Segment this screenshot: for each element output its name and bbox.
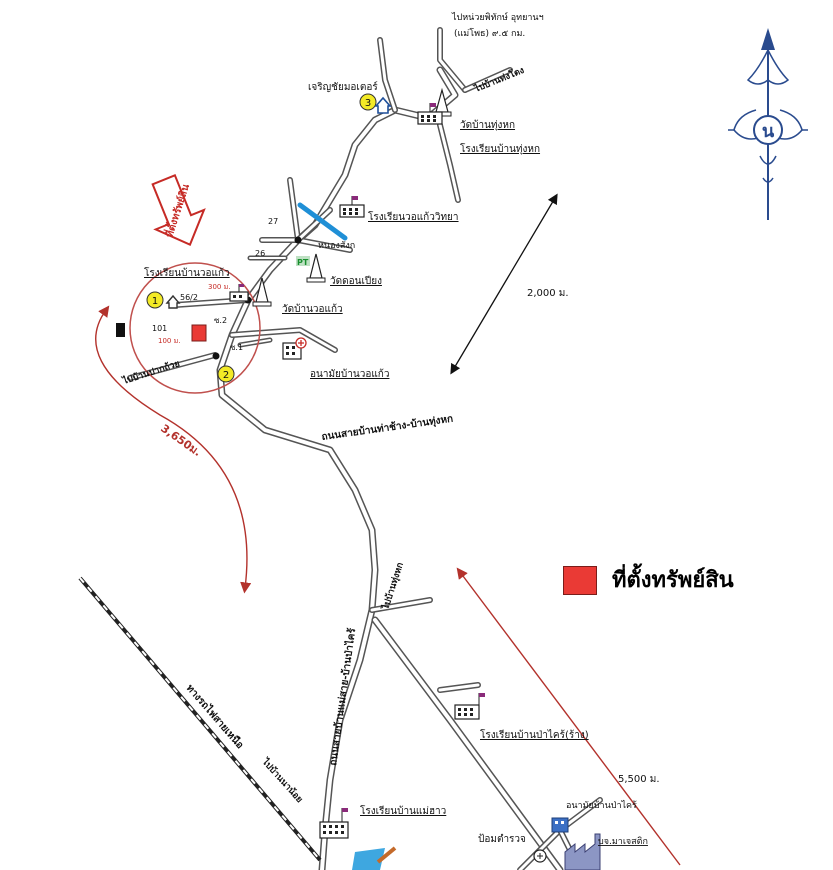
label-to-top: ไปหน่วยพิทักษ์ อุทยานฯ xyxy=(451,11,544,23)
distance-label-5500: 5,500 ม. xyxy=(618,774,660,785)
pond-shape xyxy=(352,848,385,870)
label-wat-wonkaew: วัดบ้านวอแก้ว xyxy=(282,303,343,315)
distance-label-2000: 2,000 ม. xyxy=(527,288,569,299)
dist-100-label: 100 ม. xyxy=(158,337,180,345)
pt-label: PT xyxy=(297,258,309,267)
map-labels: ไปหน่วยพิทักษ์ อุทยานฯ (แม่โพธ) ๙.๕ กม. … xyxy=(120,11,648,847)
label-cheron-motor: เจริญชัยมอเตอร์ xyxy=(308,81,378,93)
park-icon xyxy=(296,256,310,266)
road-101-label: 101 xyxy=(152,324,167,333)
legend-swatch xyxy=(563,566,597,595)
school-icon xyxy=(339,196,365,218)
marker-2: 2 xyxy=(217,365,235,383)
label-health-center: อนามัยบ้านวอแก้ว xyxy=(310,368,389,380)
property-marker xyxy=(191,324,207,342)
reservoir-shape xyxy=(297,202,348,241)
label-to-top-sub: (แม่โพธ) ๙.๕ กม. xyxy=(454,28,525,39)
factory-icon xyxy=(564,833,601,870)
reservoir-label: หนองสังก xyxy=(318,241,355,251)
label-main-road: ถนนสายบ้านท่าช้าง-บ้านทุ่งหก xyxy=(321,413,454,443)
temple-icon xyxy=(306,253,326,283)
marker-1: 1 xyxy=(146,291,164,309)
hospital-icon xyxy=(282,337,307,360)
hospital-icon xyxy=(551,817,569,833)
school-icon xyxy=(319,808,349,839)
distance-arrow-5500 xyxy=(456,567,681,866)
label-school-wonkaew: โรงเรียนบ้านวอแก้ว xyxy=(144,266,230,279)
black-block xyxy=(116,323,125,337)
house-icon xyxy=(165,294,181,309)
label-school-pakrai: โรงเรียนบ้านป่าไคร้(ร้าง) xyxy=(480,728,589,741)
label-school-maesao: โรงเรียนบ้านแม่ฮาว xyxy=(360,804,446,817)
label-police: ป้อมตำรวจ xyxy=(478,833,526,845)
police-icon xyxy=(533,849,547,863)
marker-3: 3 xyxy=(359,93,377,111)
distance-arrow-3650 xyxy=(95,305,252,594)
label-lower-road: ถนนสายบ้านแม่สาย-บ้านป่าไคร้ xyxy=(326,627,358,767)
label-company: บจ.มาเจสติก xyxy=(598,836,648,847)
school-icon xyxy=(229,284,249,302)
label-wat-donpiang: วัดดอนเปียง xyxy=(330,275,382,287)
label-health-pakrai: อนามัยบ้านป่าไคร้ xyxy=(566,800,637,811)
property-area-circle xyxy=(129,262,261,394)
label-school-thunghok: โรงเรียนบ้านทุ่งหก xyxy=(460,142,540,155)
railway-label: ทางรถไฟสายเหนือ xyxy=(184,681,247,751)
distance-arrow-2000 xyxy=(450,193,558,375)
road-26-label: 26 xyxy=(255,249,265,258)
north-letter: น xyxy=(762,121,775,142)
school-icon xyxy=(417,103,443,125)
road-27-label: 27 xyxy=(268,217,278,226)
label-to-thongklang: ไปบ้านท่งโตง xyxy=(472,64,526,95)
school-icon xyxy=(454,693,485,720)
house-number-label: 56/2 xyxy=(180,293,198,302)
label-school-wonkaew-wittaya: โรงเรียนวอแก้ววิทยา xyxy=(368,210,459,223)
dist-300-label: 300 ม. xyxy=(208,283,230,291)
railway-line xyxy=(78,576,322,862)
road-s2-label: ซ.2 xyxy=(214,316,227,325)
north-arrow: น xyxy=(728,28,808,220)
svg-text:2: 2 xyxy=(223,370,229,381)
road-s1-label: ซ.1 xyxy=(230,343,243,352)
temple-icon xyxy=(252,277,272,307)
site-pointer-arrow xyxy=(151,173,206,247)
legend-label: ที่ตั้งทรัพย์สิน xyxy=(612,568,734,593)
house-icon xyxy=(374,96,392,114)
label-wat-thunghok: วัดบ้านทุ่งหก xyxy=(460,119,515,131)
label-to-paktuay: ไปบ้านปากถ้วย xyxy=(120,357,181,387)
svg-text:3: 3 xyxy=(365,98,371,109)
svg-text:1: 1 xyxy=(152,296,158,307)
